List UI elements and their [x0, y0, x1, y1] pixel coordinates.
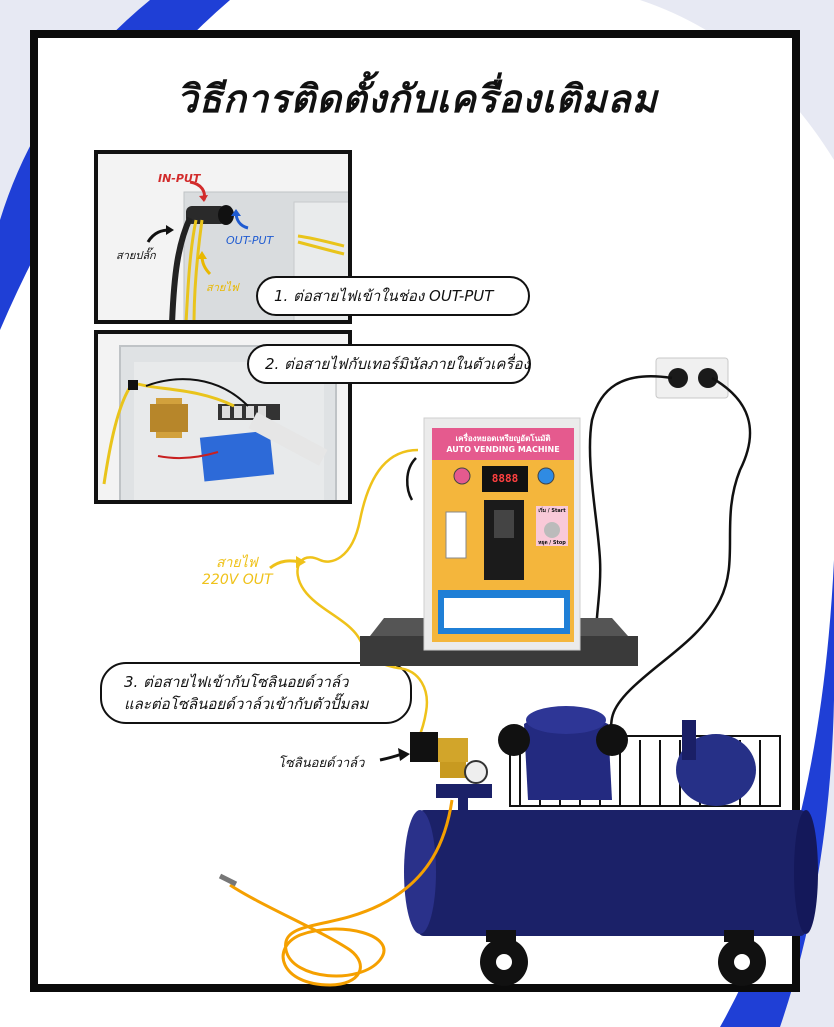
step1-callout: 1. ต่อสายไฟเข้าในช่อง OUT-PUT [256, 276, 530, 316]
air-compressor [404, 706, 818, 986]
solenoid-valve-icon [410, 732, 492, 814]
solenoid-label: โซลินอยด์วาล์ว [278, 756, 365, 771]
machine-display: 8888 [491, 472, 519, 485]
input-arrow-icon [189, 180, 208, 202]
input-label: IN-PUT [158, 172, 201, 185]
output-label: OUT-PUT [226, 234, 274, 247]
plug-arrow-icon [146, 225, 174, 243]
power-cable-label: สายไฟ [206, 281, 239, 294]
solenoid-arrow-icon [379, 748, 410, 762]
page-title: วิธีการติดตั้งกับเครื่องเติมลม [176, 77, 658, 121]
machine-header-thai: เครื่องหยอดเหรียญอัตโนมัติ [455, 434, 551, 443]
power-out-arrow-icon [269, 556, 306, 570]
power-arrow-icon [197, 251, 212, 276]
power-out-label-line2: 220V OUT [202, 572, 273, 588]
step3-line1: 3. ต่อสายไฟเข้ากับโซลินอยด์วาล์ว [124, 673, 349, 691]
step3-line2: และต่อโซลินอยด์วาล์วเข้ากับตัวปั๊มลม [124, 695, 369, 713]
step2-callout: 2. ต่อสายไฟกับเทอร์มินัลภายในตัวเครื่อง [247, 344, 531, 384]
stop-button-label: หยุด / Stop [538, 540, 566, 546]
step3-callout: 3. ต่อสายไฟเข้ากับโซลินอยด์วาล์ว และต่อโ… [100, 662, 412, 724]
start-button-label: เริ่ม / Start [538, 508, 566, 514]
machine-header-en: AUTO VENDING MACHINE [446, 445, 560, 454]
wall-outlet-icon [655, 357, 729, 399]
output-arrow-icon [231, 209, 249, 230]
plug-cable-label: สายปลั๊ก [116, 249, 156, 262]
power-out-label-line1: สายไฟ [216, 555, 258, 571]
